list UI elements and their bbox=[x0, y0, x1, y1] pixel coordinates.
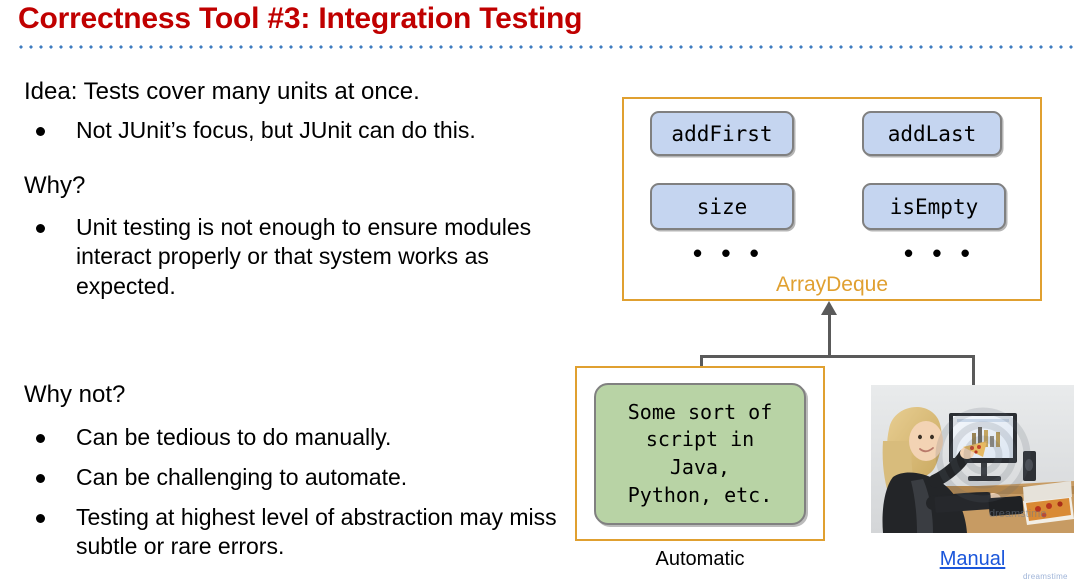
list-item-label: Can be challenging to automate. bbox=[76, 464, 408, 490]
bullet-dot-icon bbox=[36, 224, 45, 233]
title-divider bbox=[16, 45, 1078, 49]
method-box-addfirst: addFirst bbox=[650, 111, 794, 156]
svg-text:dreamstime: dreamstime bbox=[989, 508, 1046, 520]
manual-photo-illustration: dreamstime bbox=[871, 385, 1074, 533]
method-box-addlast: addLast bbox=[862, 111, 1002, 156]
photo-watermark: dreamstime bbox=[1023, 572, 1068, 581]
manual-caption-label: Manual bbox=[939, 548, 1006, 570]
list-item: Can be tedious to do manually. bbox=[36, 423, 596, 452]
connector-drop-right bbox=[972, 355, 975, 390]
list-item: Unit testing is not enough to ensure mod… bbox=[36, 213, 596, 301]
list-item: Not JUnit’s focus, but JUnit can do this… bbox=[36, 116, 596, 145]
list-item-label: Can be tedious to do manually. bbox=[76, 424, 392, 450]
bullet-dot-icon bbox=[36, 434, 45, 443]
ellipsis-left: • • • bbox=[693, 238, 765, 268]
automatic-caption: Automatic bbox=[655, 548, 745, 570]
manual-testing-photo: dreamstime bbox=[871, 385, 1074, 533]
connector-arrowhead-icon bbox=[821, 301, 837, 315]
lead-idea: Idea: Tests cover many units at once. bbox=[24, 78, 420, 105]
ellipsis-right: • • • bbox=[904, 238, 976, 268]
method-box-isempty: isEmpty bbox=[862, 183, 1006, 230]
list-item: Can be challenging to automate. bbox=[36, 463, 596, 492]
list-item-label: Unit testing is not enough to ensure mod… bbox=[76, 214, 532, 299]
arraydeque-label: ArrayDeque bbox=[775, 273, 889, 296]
method-box-size: size bbox=[650, 183, 794, 230]
bullet-dot-icon bbox=[36, 514, 45, 523]
connector-horizontal bbox=[700, 355, 975, 358]
list-item-label: Not JUnit’s focus, but JUnit can do this… bbox=[76, 117, 476, 143]
list-item: Testing at highest level of abstraction … bbox=[36, 503, 596, 562]
page-title: Correctness Tool #3: Integration Testing bbox=[18, 2, 583, 35]
connector-vertical-main bbox=[828, 313, 831, 358]
bullet-dot-icon bbox=[36, 127, 45, 136]
lead-why-not: Why not? bbox=[24, 381, 126, 408]
manual-caption-link[interactable]: Manual bbox=[871, 548, 1074, 571]
list-item-label: Testing at highest level of abstraction … bbox=[76, 504, 557, 560]
lead-why: Why? bbox=[24, 172, 86, 199]
script-box: Some sort of script in Java, Python, etc… bbox=[594, 383, 806, 525]
bullet-dot-icon bbox=[36, 474, 45, 483]
